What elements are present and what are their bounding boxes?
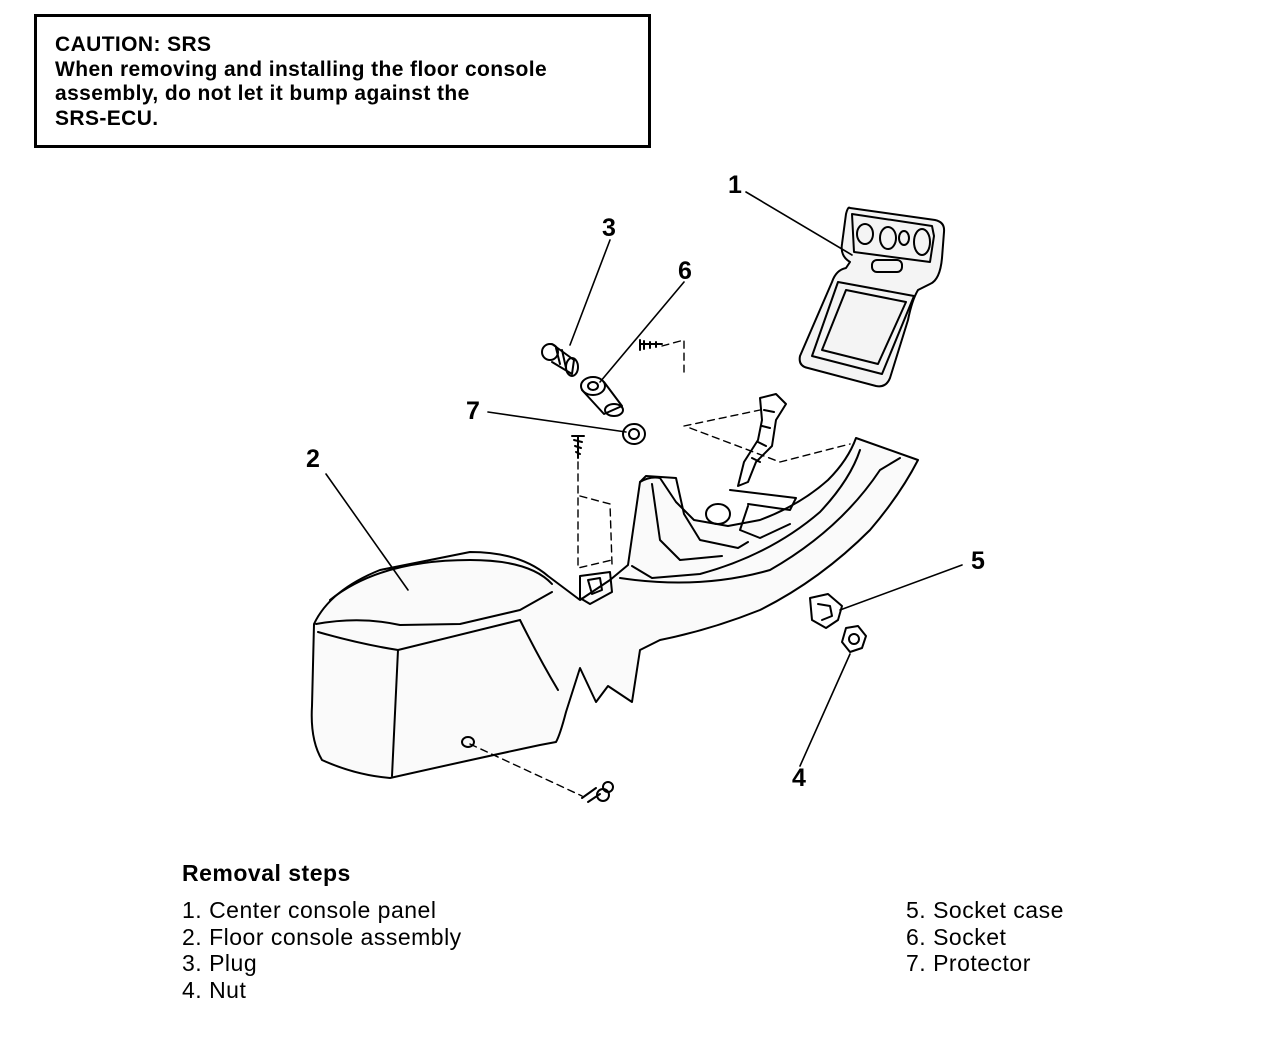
step-item: 1. Center console panel — [182, 897, 437, 923]
caution-line-1: When removing and installing the floor c… — [55, 57, 548, 81]
step-item: 6. Socket — [906, 923, 1007, 950]
callout-6: 6 — [678, 257, 692, 285]
leader-line-1 — [745, 191, 853, 256]
leader-line-5 — [839, 564, 963, 611]
socket-case-part — [809, 593, 843, 629]
step-item: 2. Floor console assembly — [182, 923, 462, 950]
callout-1: 1 — [728, 171, 742, 199]
callout-3: 3 — [602, 214, 616, 242]
step-item: 4. Nut — [182, 977, 247, 1004]
callout-4: 4 — [792, 764, 806, 792]
leader-line-7 — [487, 411, 627, 433]
plug-part — [541, 343, 579, 377]
floor-console-assembly-part — [310, 437, 919, 779]
step-item: 5. Socket case — [906, 897, 1064, 923]
nut-part — [841, 625, 867, 653]
socket-part — [580, 376, 624, 417]
leader-line-2 — [325, 473, 409, 591]
protector-part — [622, 423, 646, 445]
center-console-panel-part — [798, 206, 946, 388]
callout-5: 5 — [971, 547, 985, 575]
caution-line-2: assembly, do not let it bump against the — [55, 82, 470, 105]
removal-steps-right: 5. Socket case 6. Socket 7. Protector — [906, 897, 1064, 977]
step-item: 3. Plug — [182, 950, 258, 977]
screws — [571, 339, 663, 803]
caution-line-3: SRS-ECU. — [55, 106, 159, 130]
caution-title: CAUTION: SRS — [55, 33, 212, 56]
removal-steps-title: Removal steps — [182, 860, 351, 886]
leader-line-3 — [569, 239, 611, 346]
leader-line-6 — [599, 281, 685, 383]
leader-line-4 — [799, 653, 851, 767]
console-bracket — [737, 393, 787, 487]
callout-2: 2 — [306, 445, 320, 473]
caution-box: CAUTION: SRS When removing and installin… — [34, 14, 651, 148]
removal-steps-left: 1. Center console panel 2. Floor console… — [182, 897, 462, 1004]
callout-7: 7 — [466, 397, 480, 425]
leader-lines — [325, 191, 963, 767]
assembly-lines — [469, 339, 851, 797]
step-item: 7. Protector — [906, 950, 1031, 977]
